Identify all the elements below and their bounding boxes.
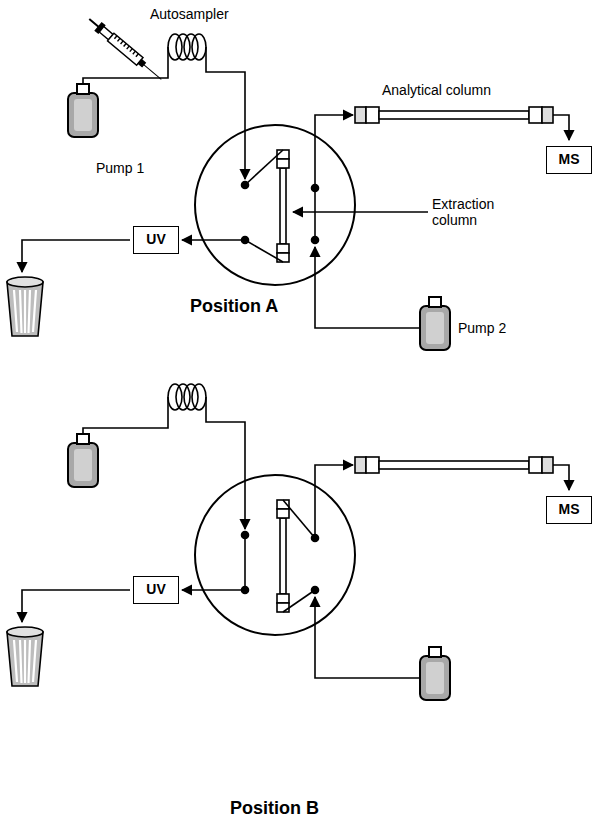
component-label: Extraction column bbox=[432, 196, 522, 228]
component-label: Autosampler bbox=[150, 6, 229, 22]
detector-box: MS bbox=[546, 496, 592, 524]
detector-box: MS bbox=[546, 146, 592, 174]
panel-title: Position B bbox=[230, 798, 319, 819]
component-label: Pump 1 bbox=[96, 160, 144, 176]
valve-panel bbox=[7, 34, 569, 350]
node-text: MS bbox=[554, 151, 584, 167]
detector-box: UV bbox=[133, 226, 179, 254]
valve-panel bbox=[7, 384, 569, 700]
node-text: UV bbox=[141, 231, 171, 247]
component-label: Pump 2 bbox=[458, 320, 506, 336]
detector-box: UV bbox=[133, 576, 179, 604]
valve-paths bbox=[245, 500, 315, 612]
panel-title: Position A bbox=[190, 296, 278, 317]
node-text: MS bbox=[554, 501, 584, 517]
node-text: UV bbox=[141, 581, 171, 597]
syringe-symbol bbox=[86, 15, 164, 83]
valve-paths bbox=[245, 150, 428, 262]
component-label: Analytical column bbox=[382, 82, 491, 98]
